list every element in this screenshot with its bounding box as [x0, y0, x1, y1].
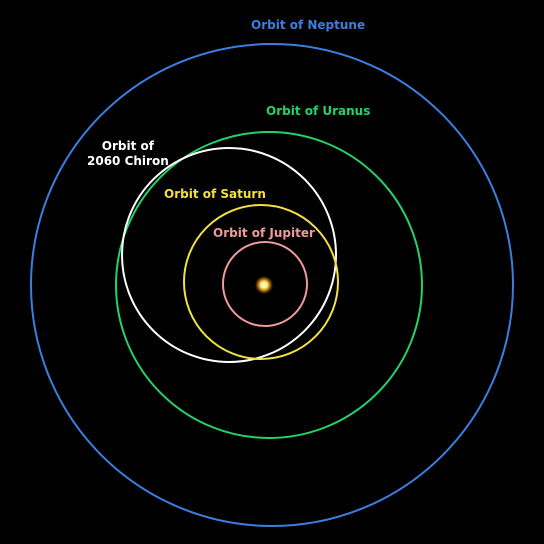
jupiter-orbit: [222, 241, 308, 327]
uranus-orbit-label: Orbit of Uranus: [266, 104, 371, 118]
chiron-orbit: [121, 147, 337, 363]
saturn-orbit: [183, 204, 339, 360]
chiron-orbit-label: Orbit of 2060 Chiron: [87, 139, 169, 169]
neptune-orbit: [30, 43, 514, 527]
chiron-label-line2: 2060 Chiron: [87, 154, 169, 168]
chiron-label-line1: Orbit of: [101, 139, 154, 153]
neptune-orbit-label: Orbit of Neptune: [251, 18, 366, 32]
saturn-orbit-label: Orbit of Saturn: [164, 187, 266, 201]
jupiter-orbit-label: Orbit of Jupiter: [213, 226, 315, 240]
sun: [260, 281, 268, 289]
uranus-orbit: [115, 131, 423, 439]
